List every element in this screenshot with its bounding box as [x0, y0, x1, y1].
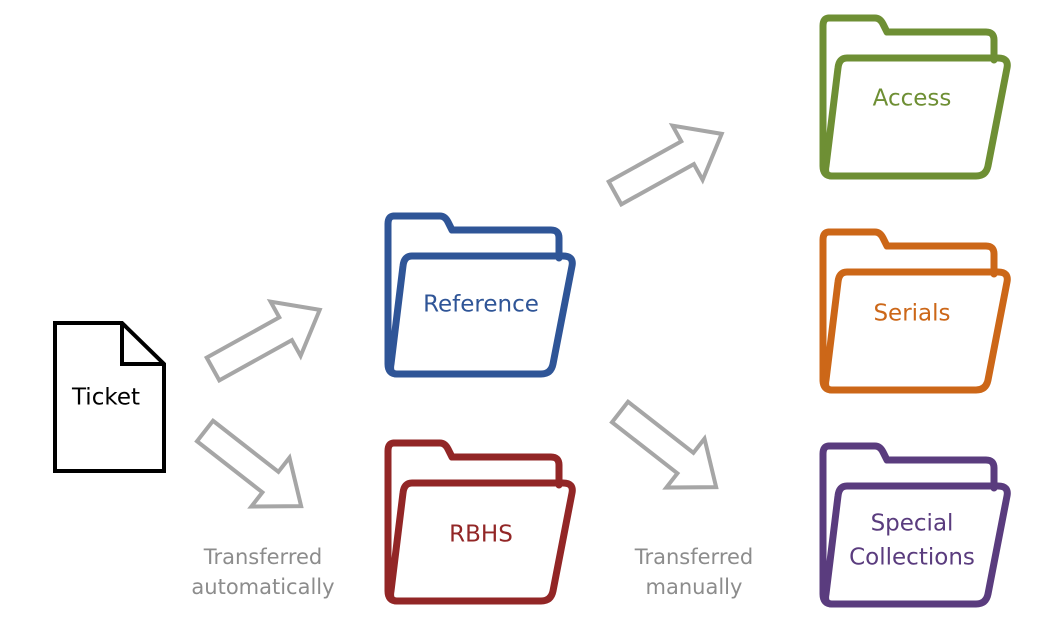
- arrow-reference-to-special: [598, 385, 738, 514]
- caption-auto-line1: Transferred: [203, 545, 323, 569]
- arrow-ticket-to-rbhs: [183, 404, 323, 533]
- caption-manual-line1: Transferred: [634, 545, 754, 569]
- reference-label: Reference: [423, 292, 539, 318]
- caption-auto-line2: automatically: [191, 575, 334, 599]
- ticket-label: Ticket: [71, 385, 140, 411]
- special-collections-label-line1: Special: [871, 511, 954, 537]
- special-collections-label-line2: Collections: [849, 545, 975, 571]
- caption-manual-line2: manually: [646, 575, 743, 599]
- ticket-document-icon: [53, 321, 166, 473]
- arrow-reference-to-access: [597, 104, 739, 223]
- access-label: Access: [873, 86, 952, 112]
- arrow-ticket-to-reference: [195, 280, 337, 399]
- serials-label: Serials: [873, 301, 950, 327]
- rbhs-label: RBHS: [449, 522, 513, 548]
